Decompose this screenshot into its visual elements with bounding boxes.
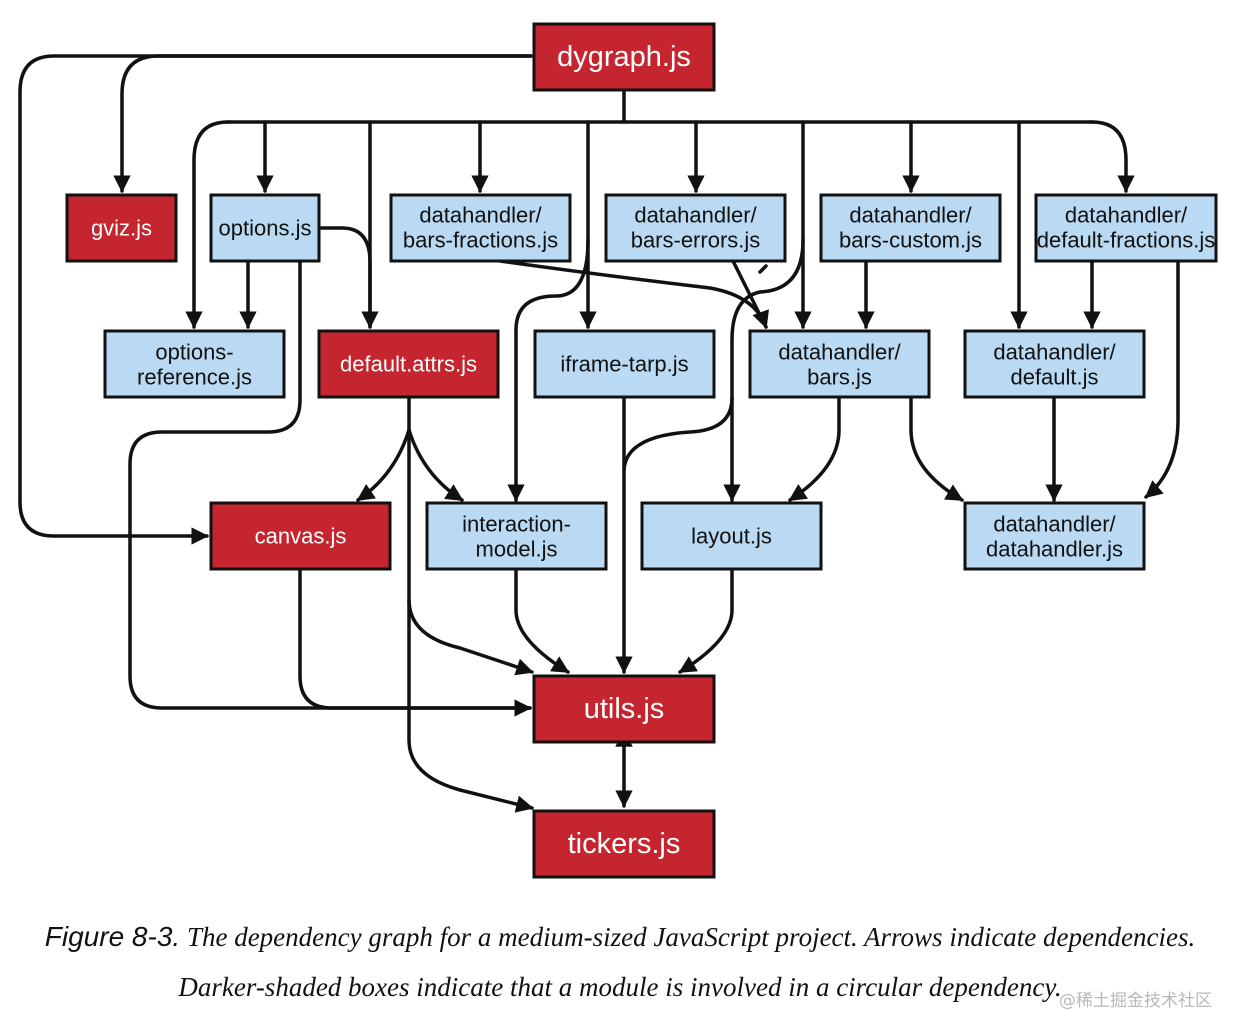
node-dh-bars[interactable]: datahandler/ bars.js [748,329,931,399]
edge-dygraph-options-reference [185,120,230,329]
node-label-line1: options- [155,340,233,365]
edge-default-attrs-canvas [356,428,411,502]
node-label-line1: datahandler/ [1065,203,1188,228]
node-layout[interactable]: layout.js [640,501,823,571]
node-dh-default[interactable]: datahandler/ default.js [963,329,1146,399]
node-label: canvas.js [255,524,347,549]
edge-dygraph-default-fractions [1090,120,1135,193]
edge-default-attrs-interaction-model [407,428,464,502]
node-label: default.attrs.js [340,352,477,377]
node-gviz[interactable]: gviz.js [65,193,178,263]
edge-dh-bars-utils [758,264,768,274]
edges [18,54,1180,813]
node-label: layout.js [691,524,772,549]
node-canvas[interactable]: canvas.js [209,501,392,571]
node-dh-bars-fractions[interactable]: datahandler/ bars-fractions.js [389,193,572,263]
node-options[interactable]: options.js [209,193,321,263]
node-label: dygraph.js [557,41,691,73]
node-dh-datahandler[interactable]: datahandler/ datahandler.js [963,501,1146,571]
node-label-line1: datahandler/ [849,203,972,228]
node-label-line2: bars-errors.js [631,228,761,253]
node-label-line2: datahandler.js [986,537,1123,562]
node-tickers[interactable]: tickers.js [532,809,716,879]
node-dygraph[interactable]: dygraph.js [532,22,716,92]
edge-dh-bars-layout [788,396,841,502]
node-label-line1: datahandler/ [993,512,1116,537]
edge-default-fractions-dh-datahandler [1144,259,1180,499]
node-utils[interactable]: utils.js [532,674,716,744]
node-iframe-tarp[interactable]: iframe-tarp.js [533,329,716,399]
figure-label: Figure 8-3. [44,921,181,952]
edge-default-attrs-tickers [407,598,534,813]
edge-dygraph-interaction-model [507,238,590,502]
edge-options-default-attrs [319,226,372,328]
watermark: @稀土掘金技术社区 [1059,991,1212,1011]
node-label-line2: default.js [1010,365,1098,390]
edge-bars-fractions-dh-bars [498,259,769,329]
node-label-line2: bars-fractions.js [403,228,558,253]
node-label: tickers.js [568,828,681,860]
edge-layout-crossing [622,396,734,472]
node-label-line1: datahandler/ [419,203,542,228]
node-label: gviz.js [91,216,152,241]
edge-layout-utils [678,568,734,674]
node-dh-default-fractions[interactable]: datahandler/ default-fractions.js [1034,193,1218,263]
node-dh-bars-custom[interactable]: datahandler/ bars-custom.js [819,193,1002,263]
node-label-line2: reference.js [137,365,252,390]
node-dh-bars-errors[interactable]: datahandler/ bars-errors.js [604,193,787,263]
node-label-line2: default-fractions.js [1037,228,1216,253]
edge-dygraph-canvas [18,54,533,545]
node-label-line2: bars.js [807,365,872,390]
edge-bars-errors-dh-bars [731,259,768,329]
node-label-line2: model.js [476,537,558,562]
node-interaction-model[interactable]: interaction- model.js [425,501,608,571]
node-label-line1: interaction- [462,512,571,537]
node-default-attrs[interactable]: default.attrs.js [317,329,500,399]
node-label-line2: bars-custom.js [839,228,982,253]
edge-dh-bars-dh-datahandler [909,396,964,502]
node-label: utils.js [584,693,665,725]
node-label: iframe-tarp.js [560,352,688,377]
node-label-line1: datahandler/ [778,340,901,365]
dependency-graph: dygraph.js gviz.js options.js datahandle… [18,22,1218,879]
node-options-reference[interactable]: options- reference.js [103,329,286,399]
node-label: options.js [219,216,312,241]
edge-options-utils [128,259,532,717]
node-label-line1: datahandler/ [993,340,1116,365]
edge-interaction-model-utils [514,568,570,674]
node-label-line1: datahandler/ [634,203,757,228]
figure-caption: Figure 8-3. The dependency graph for a m… [40,912,1200,1012]
figure-caption-text: The dependency graph for a medium-sized … [178,922,1196,1002]
nodes: dygraph.js gviz.js options.js datahandle… [65,22,1218,879]
edge-dygraph-layout [723,238,805,502]
edge-canvas-utils [298,568,532,710]
